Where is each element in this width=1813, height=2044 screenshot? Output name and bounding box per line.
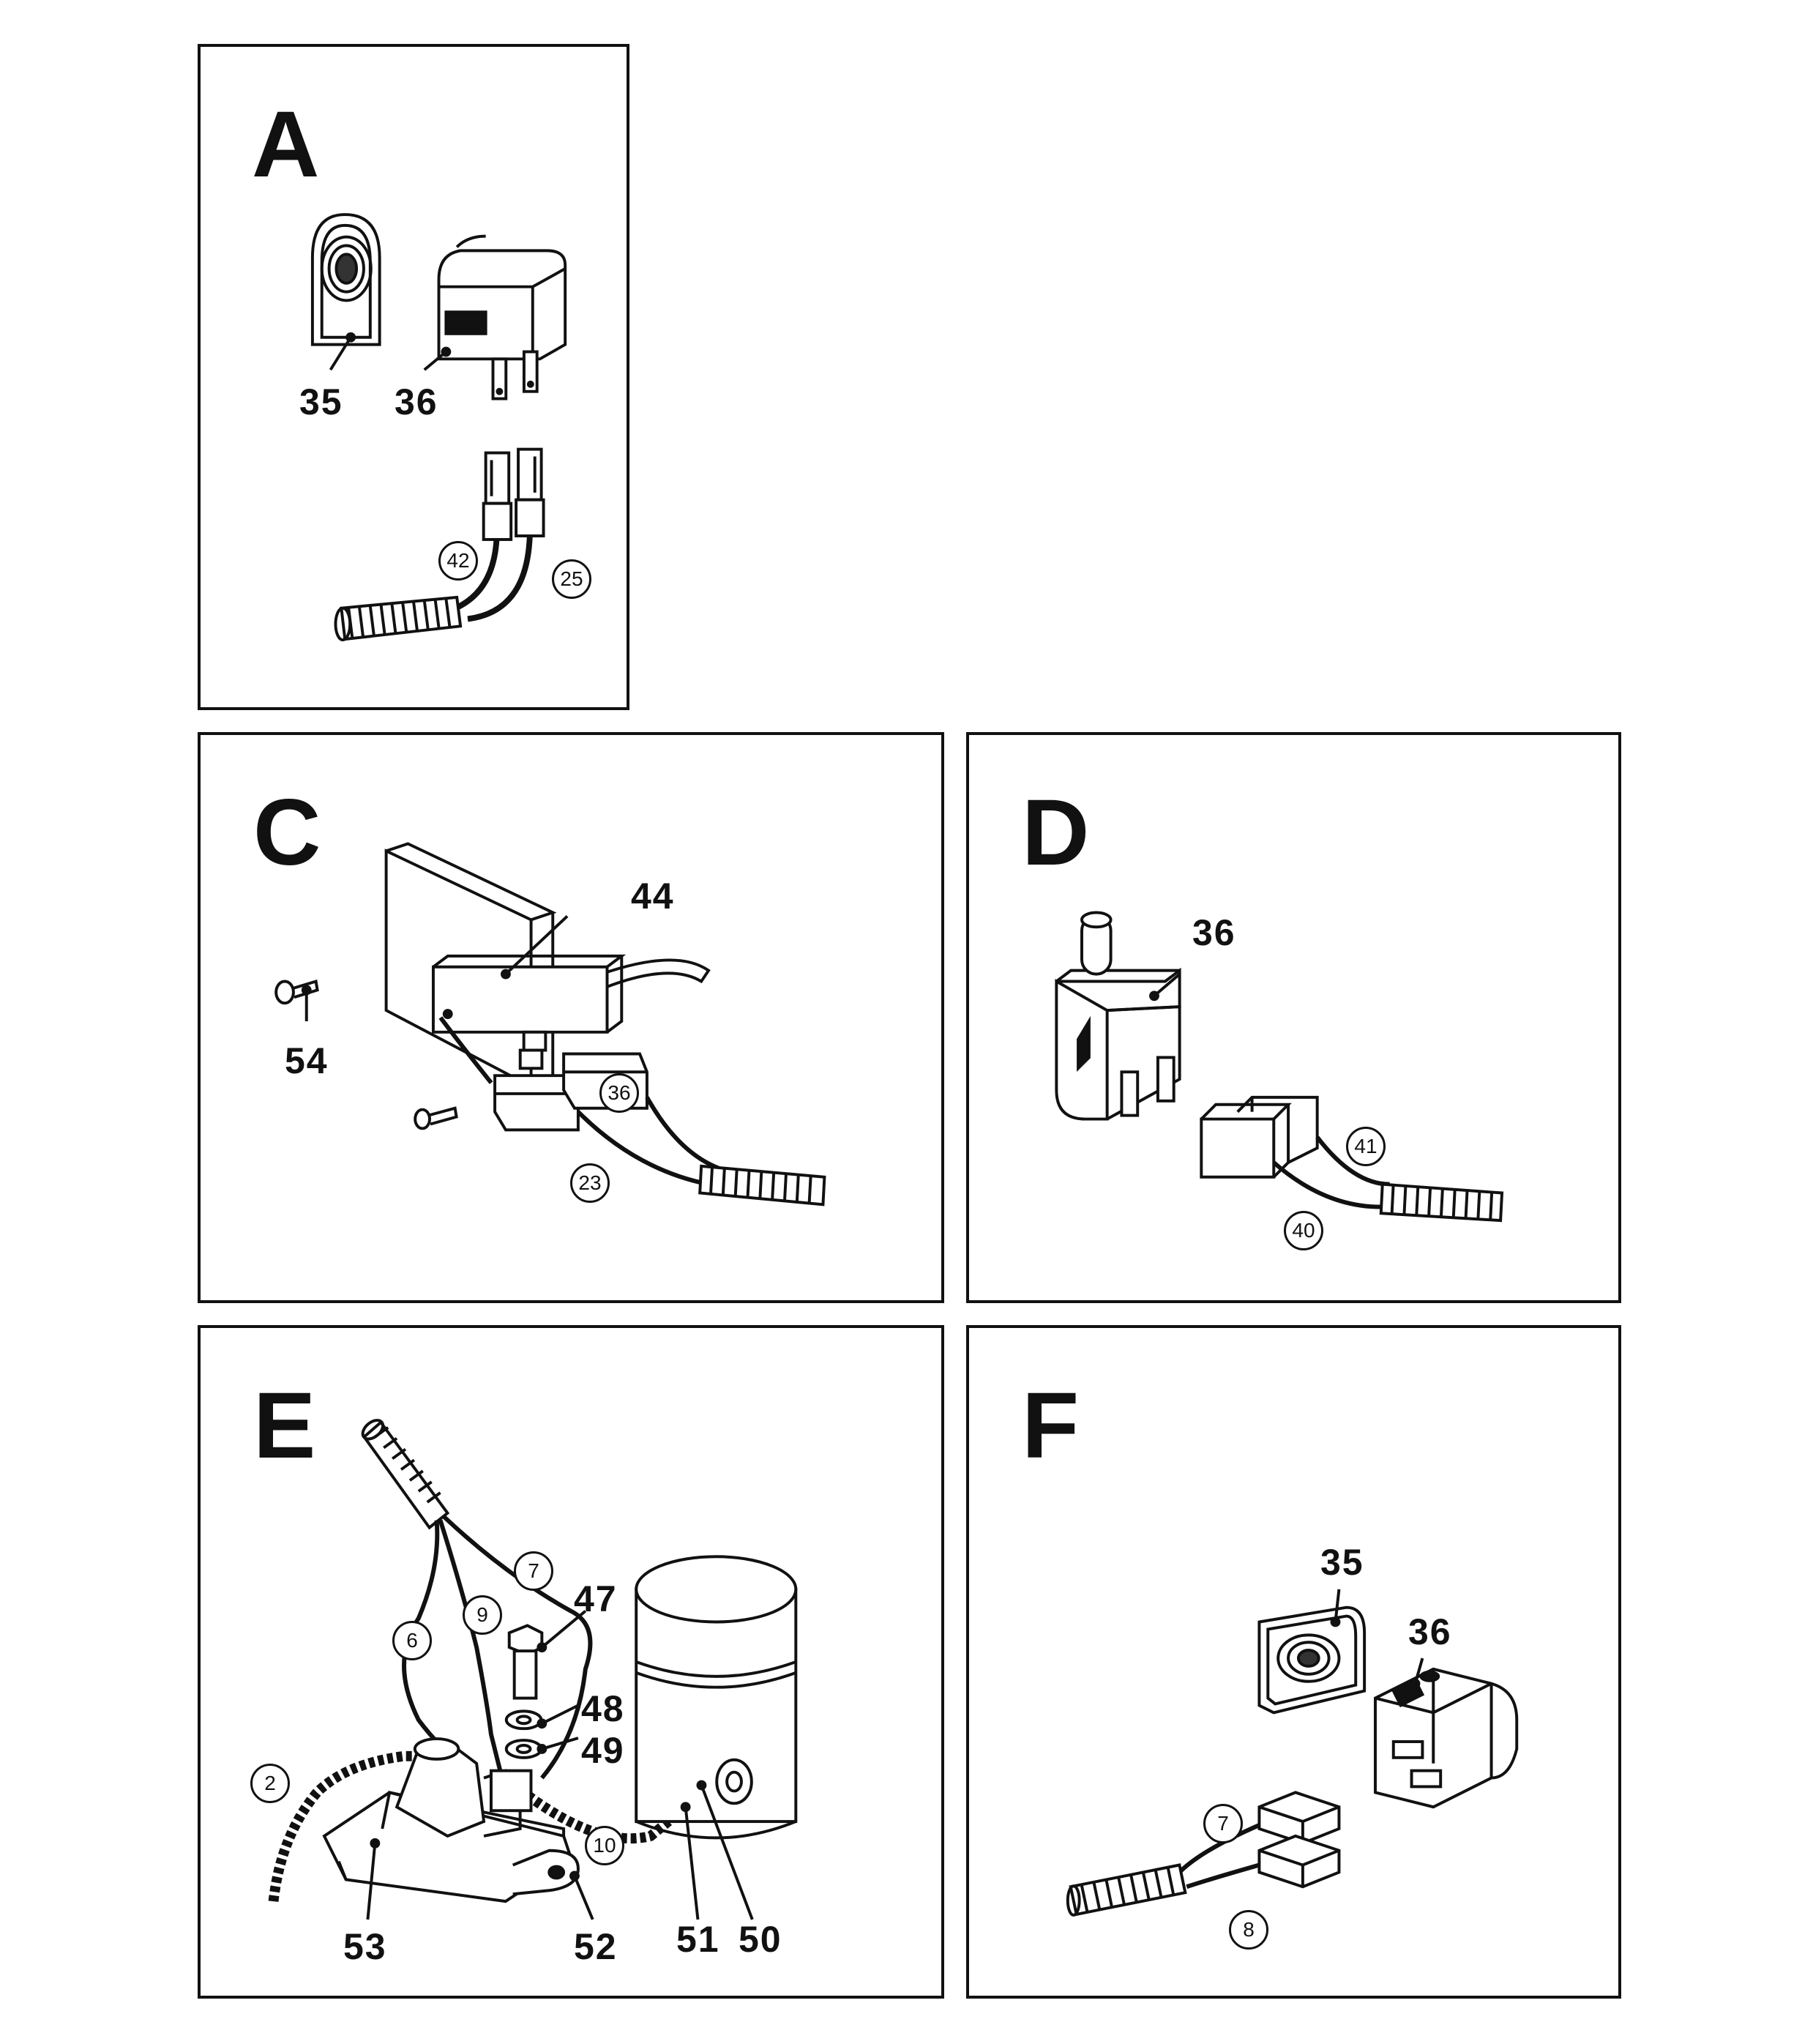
panel-e: E 47 48 49 53 52 51 50 7 6 9 2 10 [198,1325,944,1999]
panel-e-letter: E [253,1373,316,1478]
leader-47 [541,1610,587,1649]
label-36: 36 [395,381,438,422]
panel-c-drawing [274,842,826,1206]
leader-44 [504,914,569,976]
label-44: 44 [631,876,675,917]
panel-d: D 36 41 40 [966,732,1621,1303]
switch-part [1374,1667,1519,1809]
label-49: 49 [581,1730,625,1771]
label-47: 47 [574,1578,618,1619]
circled-6: 6 [392,1621,432,1660]
circled-9: 9 [463,1595,502,1635]
grommet-part [310,213,381,346]
panel-d-letter: D [1022,780,1090,885]
wire-7 [442,1515,593,1780]
circled-7: 7 [514,1551,553,1591]
label-52: 52 [574,1926,618,1967]
panel-e-drawing [268,1419,798,1920]
leader-36 [1153,973,1181,997]
wire-sleeve [334,595,463,642]
coiled-wire-10 [502,1774,727,1844]
panel-c: C 44 54 36 23 [198,732,944,1303]
label-51: 51 [676,1919,720,1960]
label-36: 36 [1408,1611,1452,1652]
panel-a: A 35 36 42 25 [198,44,629,710]
leader-35 [329,336,352,371]
leader-51 [684,1807,700,1920]
leader-35 [1334,1589,1341,1622]
circled-41: 41 [1346,1127,1386,1166]
door-switch [1055,911,1181,1121]
circled-36: 36 [599,1073,639,1113]
leader-50 [700,1784,754,1920]
screw-54 [274,979,319,1005]
panel-f-letter: F [1022,1373,1080,1478]
label-35: 35 [299,381,343,422]
circled-42: 42 [438,541,478,581]
wire-sleeve [698,1164,826,1206]
circled-23: 23 [570,1163,610,1203]
panel-d-drawing [1055,911,1504,1223]
label-50: 50 [739,1919,782,1960]
label-48: 48 [581,1688,625,1729]
panel-f: F 35 36 7 8 [966,1325,1621,1999]
grommet-part [1257,1605,1367,1715]
wire-sleeve [1066,1863,1187,1917]
relay-bracket [322,1737,580,1903]
micro-switch [431,954,627,1070]
panel-a-drawing [310,213,567,642]
leader-52 [573,1875,594,1920]
wire-9 [438,1519,508,1794]
leader-48 [541,1704,579,1726]
label-54: 54 [285,1040,329,1081]
harness-sleeve [361,1419,450,1530]
circled-2: 2 [250,1764,290,1803]
coiled-wire-2 [268,1750,455,1902]
washer-48 [504,1709,543,1731]
circled-10: 10 [585,1826,624,1865]
panel-a-letter: A [252,92,320,197]
capacitor [635,1555,798,1840]
leader-53 [366,1843,377,1920]
connector-pair [1200,1095,1319,1179]
connector-pair [1257,1791,1341,1889]
label-36: 36 [1192,912,1236,953]
screw-loose [414,1106,458,1130]
wire-sleeve [1379,1182,1504,1223]
washer-49 [504,1739,543,1759]
switch-part [437,234,567,400]
circled-25: 25 [552,559,591,599]
circled-8: 8 [1229,1910,1268,1950]
leader-49 [541,1737,579,1750]
panel-c-letter: C [253,780,321,885]
label-35: 35 [1320,1542,1364,1583]
circled-7: 7 [1203,1804,1243,1843]
panel-f-drawing [1066,1589,1519,1917]
label-53: 53 [343,1926,387,1967]
connector-pair [482,447,545,541]
circled-40: 40 [1284,1211,1323,1250]
bolt-47 [507,1624,544,1700]
